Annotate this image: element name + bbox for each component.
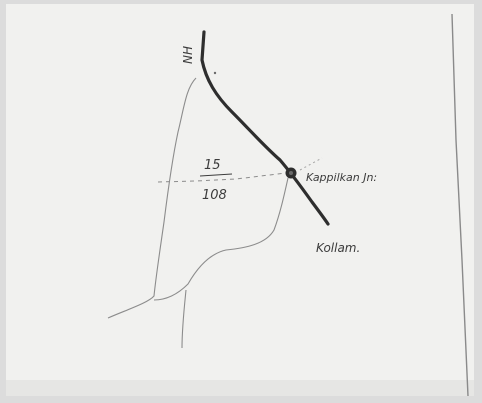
fraction-bottom-label: 108 — [202, 188, 227, 203]
page-margin-line — [451, 13, 469, 397]
paper-sheet — [6, 4, 474, 396]
pencil-dot — [213, 71, 217, 75]
highway-label: NH — [181, 46, 195, 64]
boundary-line-east — [153, 177, 289, 301]
fraction-bar — [199, 173, 233, 177]
boundary-line-south — [181, 289, 187, 349]
junction-reference-line — [299, 157, 323, 171]
national-highway-road — [200, 30, 330, 226]
boundary-line-west — [107, 77, 197, 319]
fraction-top-label: 15 — [204, 158, 221, 173]
paper-shadow — [6, 380, 474, 396]
junction-label: Kappilkan Jn: — [306, 171, 377, 184]
junction-marker-center — [289, 171, 293, 175]
destination-label: Kollam. — [316, 241, 360, 255]
latitude-guide-line — [157, 172, 287, 183]
